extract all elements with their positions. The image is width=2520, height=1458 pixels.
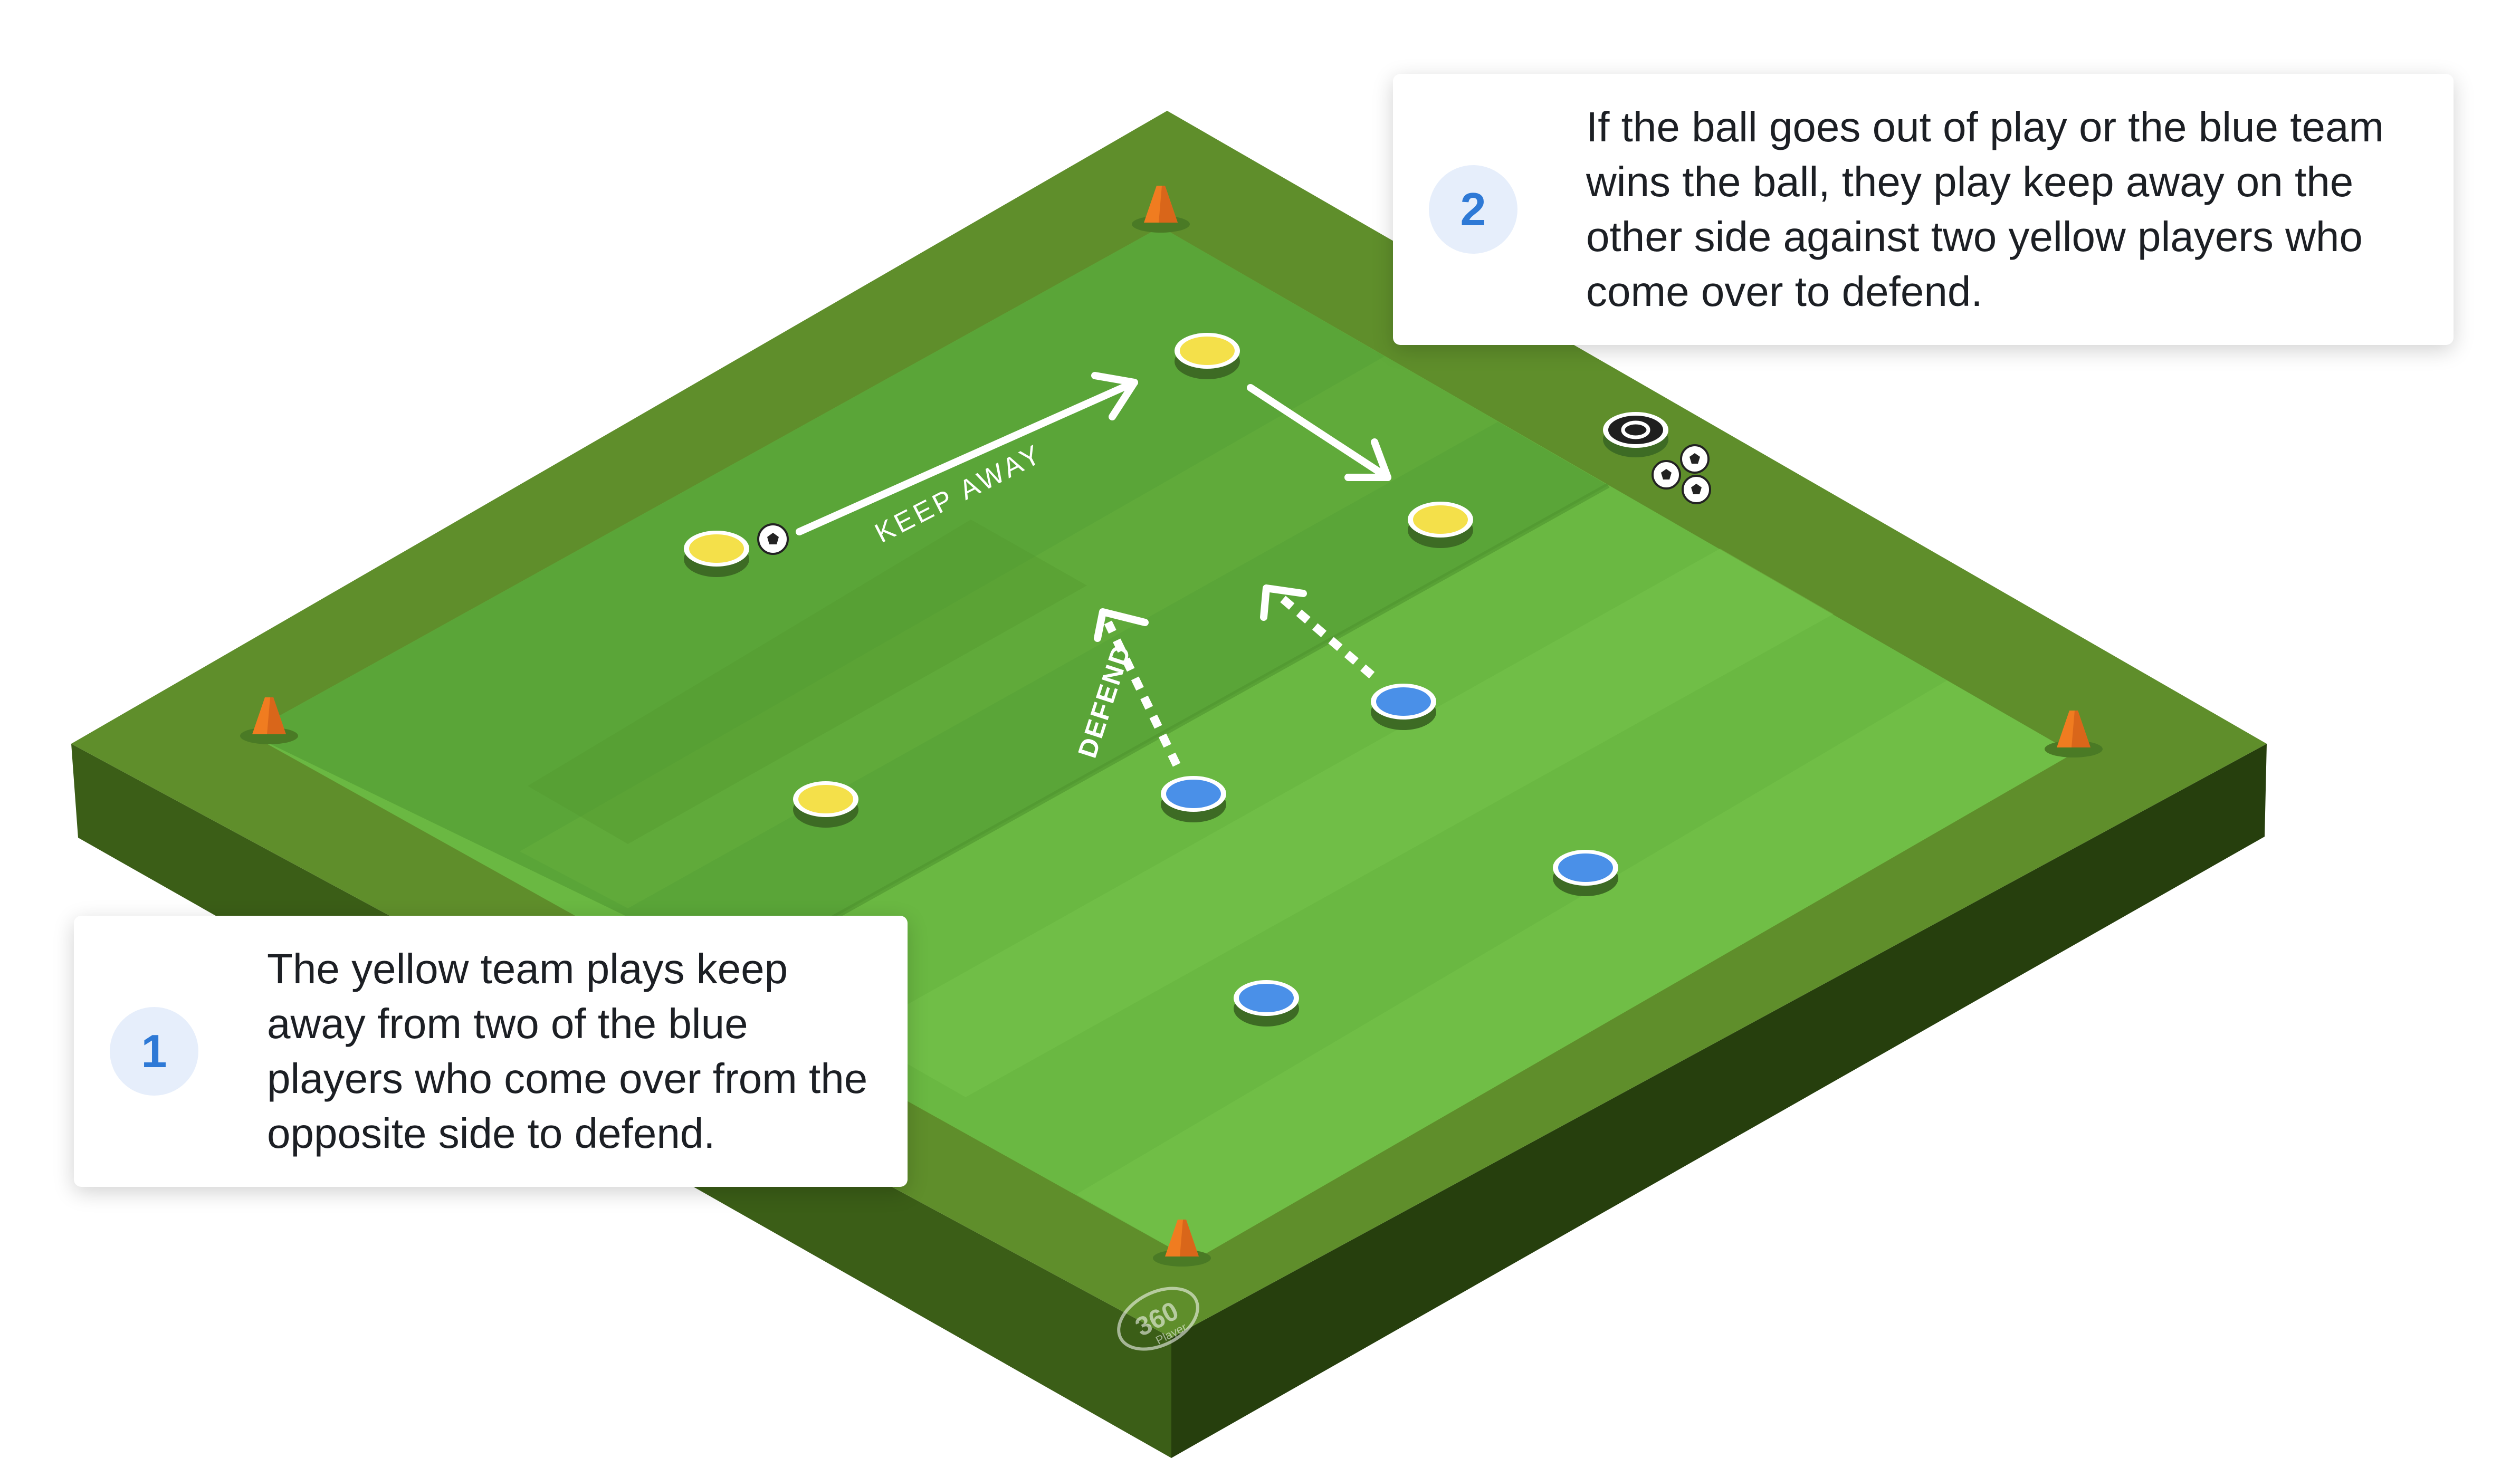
defend-arrow-1 [1094,608,1181,767]
cone-top [1132,186,1190,233]
step-number-badge: 1 [110,1007,198,1096]
description-line: The yellow team plays keep [267,945,788,992]
cone-bottom [1153,1220,1211,1267]
soccer-ball-icon [1682,475,1711,504]
step-description: If the ball goes out of play or the blue… [1586,100,2432,319]
description-line: wins the ball, they play keep away on th… [1586,158,2354,205]
description-line: other side against two yellow players wh… [1586,213,2363,260]
blue-player [1371,684,1436,730]
description-line: opposite side to defend. [267,1110,715,1157]
defend-arrow-2 [1260,584,1375,679]
callout-step-1: 1 The yellow team plays keep away from t… [74,916,908,1187]
blue-player [1553,850,1618,896]
yellow-player [1175,333,1240,379]
keep-away-arrow-2 [1247,384,1391,481]
soccer-ball-icon [1680,444,1710,474]
yellow-player [793,781,858,828]
step-description: The yellow team plays keep away from two… [267,942,886,1161]
halfway-line [737,483,1610,973]
step-number-badge: 2 [1429,165,1517,254]
pitch-stripe [855,549,1834,1097]
coach-marker [1603,412,1668,457]
cone-right [2045,711,2103,757]
description-line: players who come over from the [267,1055,868,1102]
soccer-ball-icon [1652,460,1681,490]
description-line: If the ball goes out of play or the blue… [1586,103,2384,150]
pitch-half-dark [248,227,1608,971]
description-line: come over to defend. [1586,268,1983,315]
pitch-stripe [528,520,1087,844]
soccer-ball-icon [757,523,789,555]
pitch-stripe [1076,680,2074,1261]
blue-player [1161,776,1226,822]
yellow-player [684,531,749,577]
pitch-side-right [1171,744,2267,1458]
description-line: away from two of the blue [267,1000,748,1047]
blue-player [1234,980,1299,1027]
pitch-stripe [520,356,1498,908]
yellow-player [1408,502,1473,548]
keep-away-arrow-1 [796,372,1138,535]
callout-step-2: 2 If the ball goes out of play or the bl… [1393,74,2454,345]
cone-left [240,697,298,744]
